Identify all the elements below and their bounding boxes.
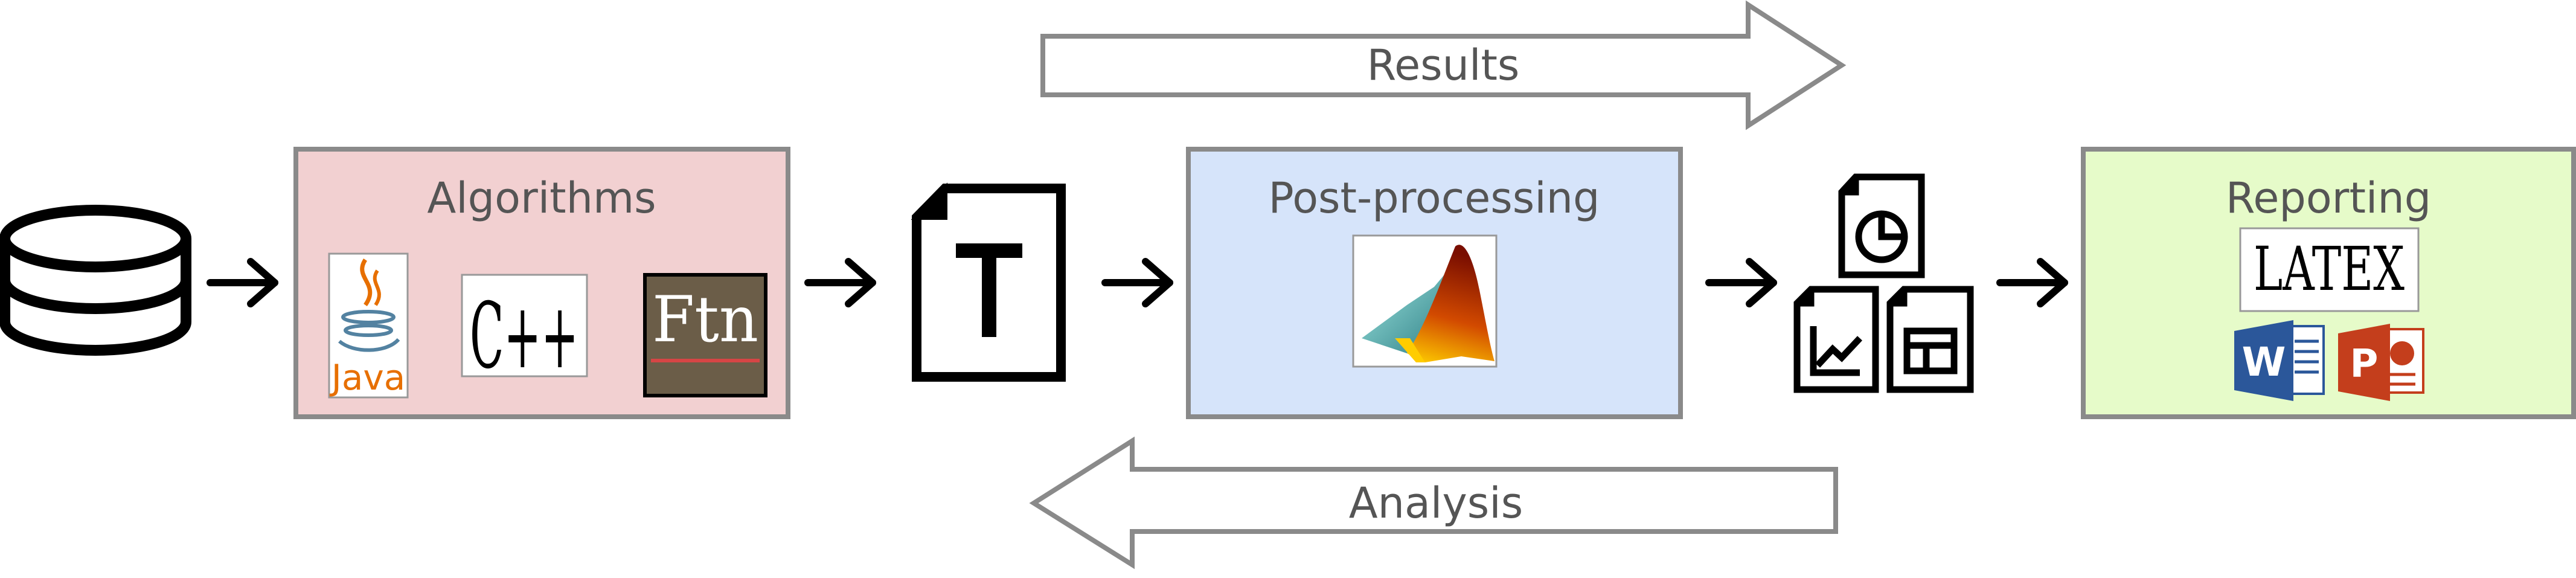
pie-chart-file-icon [1838,173,1925,278]
analysis-arrow: Analysis [1029,436,1838,570]
arrow-output-to-postprocessing [1101,258,1173,307]
arrow-algorithms-to-output [804,258,876,307]
cpp-logo: C++ [461,274,588,389]
matlab-logo [1352,234,1498,368]
postprocessing-stage: Post-processing [1186,147,1683,419]
java-logo: Java [328,252,409,399]
flow-arrows [207,258,2068,307]
word-logo: W [2234,320,2325,401]
cpp-logo-text: C++ [470,284,578,389]
latex-logo: LATEX [2239,227,2420,312]
algorithms-title: Algorithms [427,173,656,223]
java-logo-text: Java [330,357,406,398]
report-files-icon [1793,173,1974,393]
table-file-icon [1886,286,1974,393]
fortran-logo-text: Ftn [652,283,758,356]
arrow-data-to-algorithms [207,258,278,307]
results-arrow: Results [1040,0,1847,130]
powerpoint-logo: P [2338,324,2424,401]
results-label: Results [1367,40,1520,90]
fortran-logo: Ftn [643,273,767,397]
line-chart-file-icon [1793,286,1879,393]
text-file-icon [911,182,1066,382]
reporting-title: Reporting [2226,173,2431,223]
postprocessing-title: Post-processing [1269,173,1600,223]
reporting-stage: Reporting LATEX W P [2081,147,2576,419]
arrow-files-to-reporting [1996,258,2068,307]
database-icon [0,205,191,356]
powerpoint-logo-letter: P [2350,342,2379,387]
arrow-postprocessing-to-files [1705,258,1777,307]
latex-logo-text: LATEX [2254,234,2405,304]
analysis-label: Analysis [1349,478,1523,528]
algorithms-stage: Algorithms Java C++ Ftn [293,147,790,419]
word-logo-letter: W [2242,339,2286,385]
